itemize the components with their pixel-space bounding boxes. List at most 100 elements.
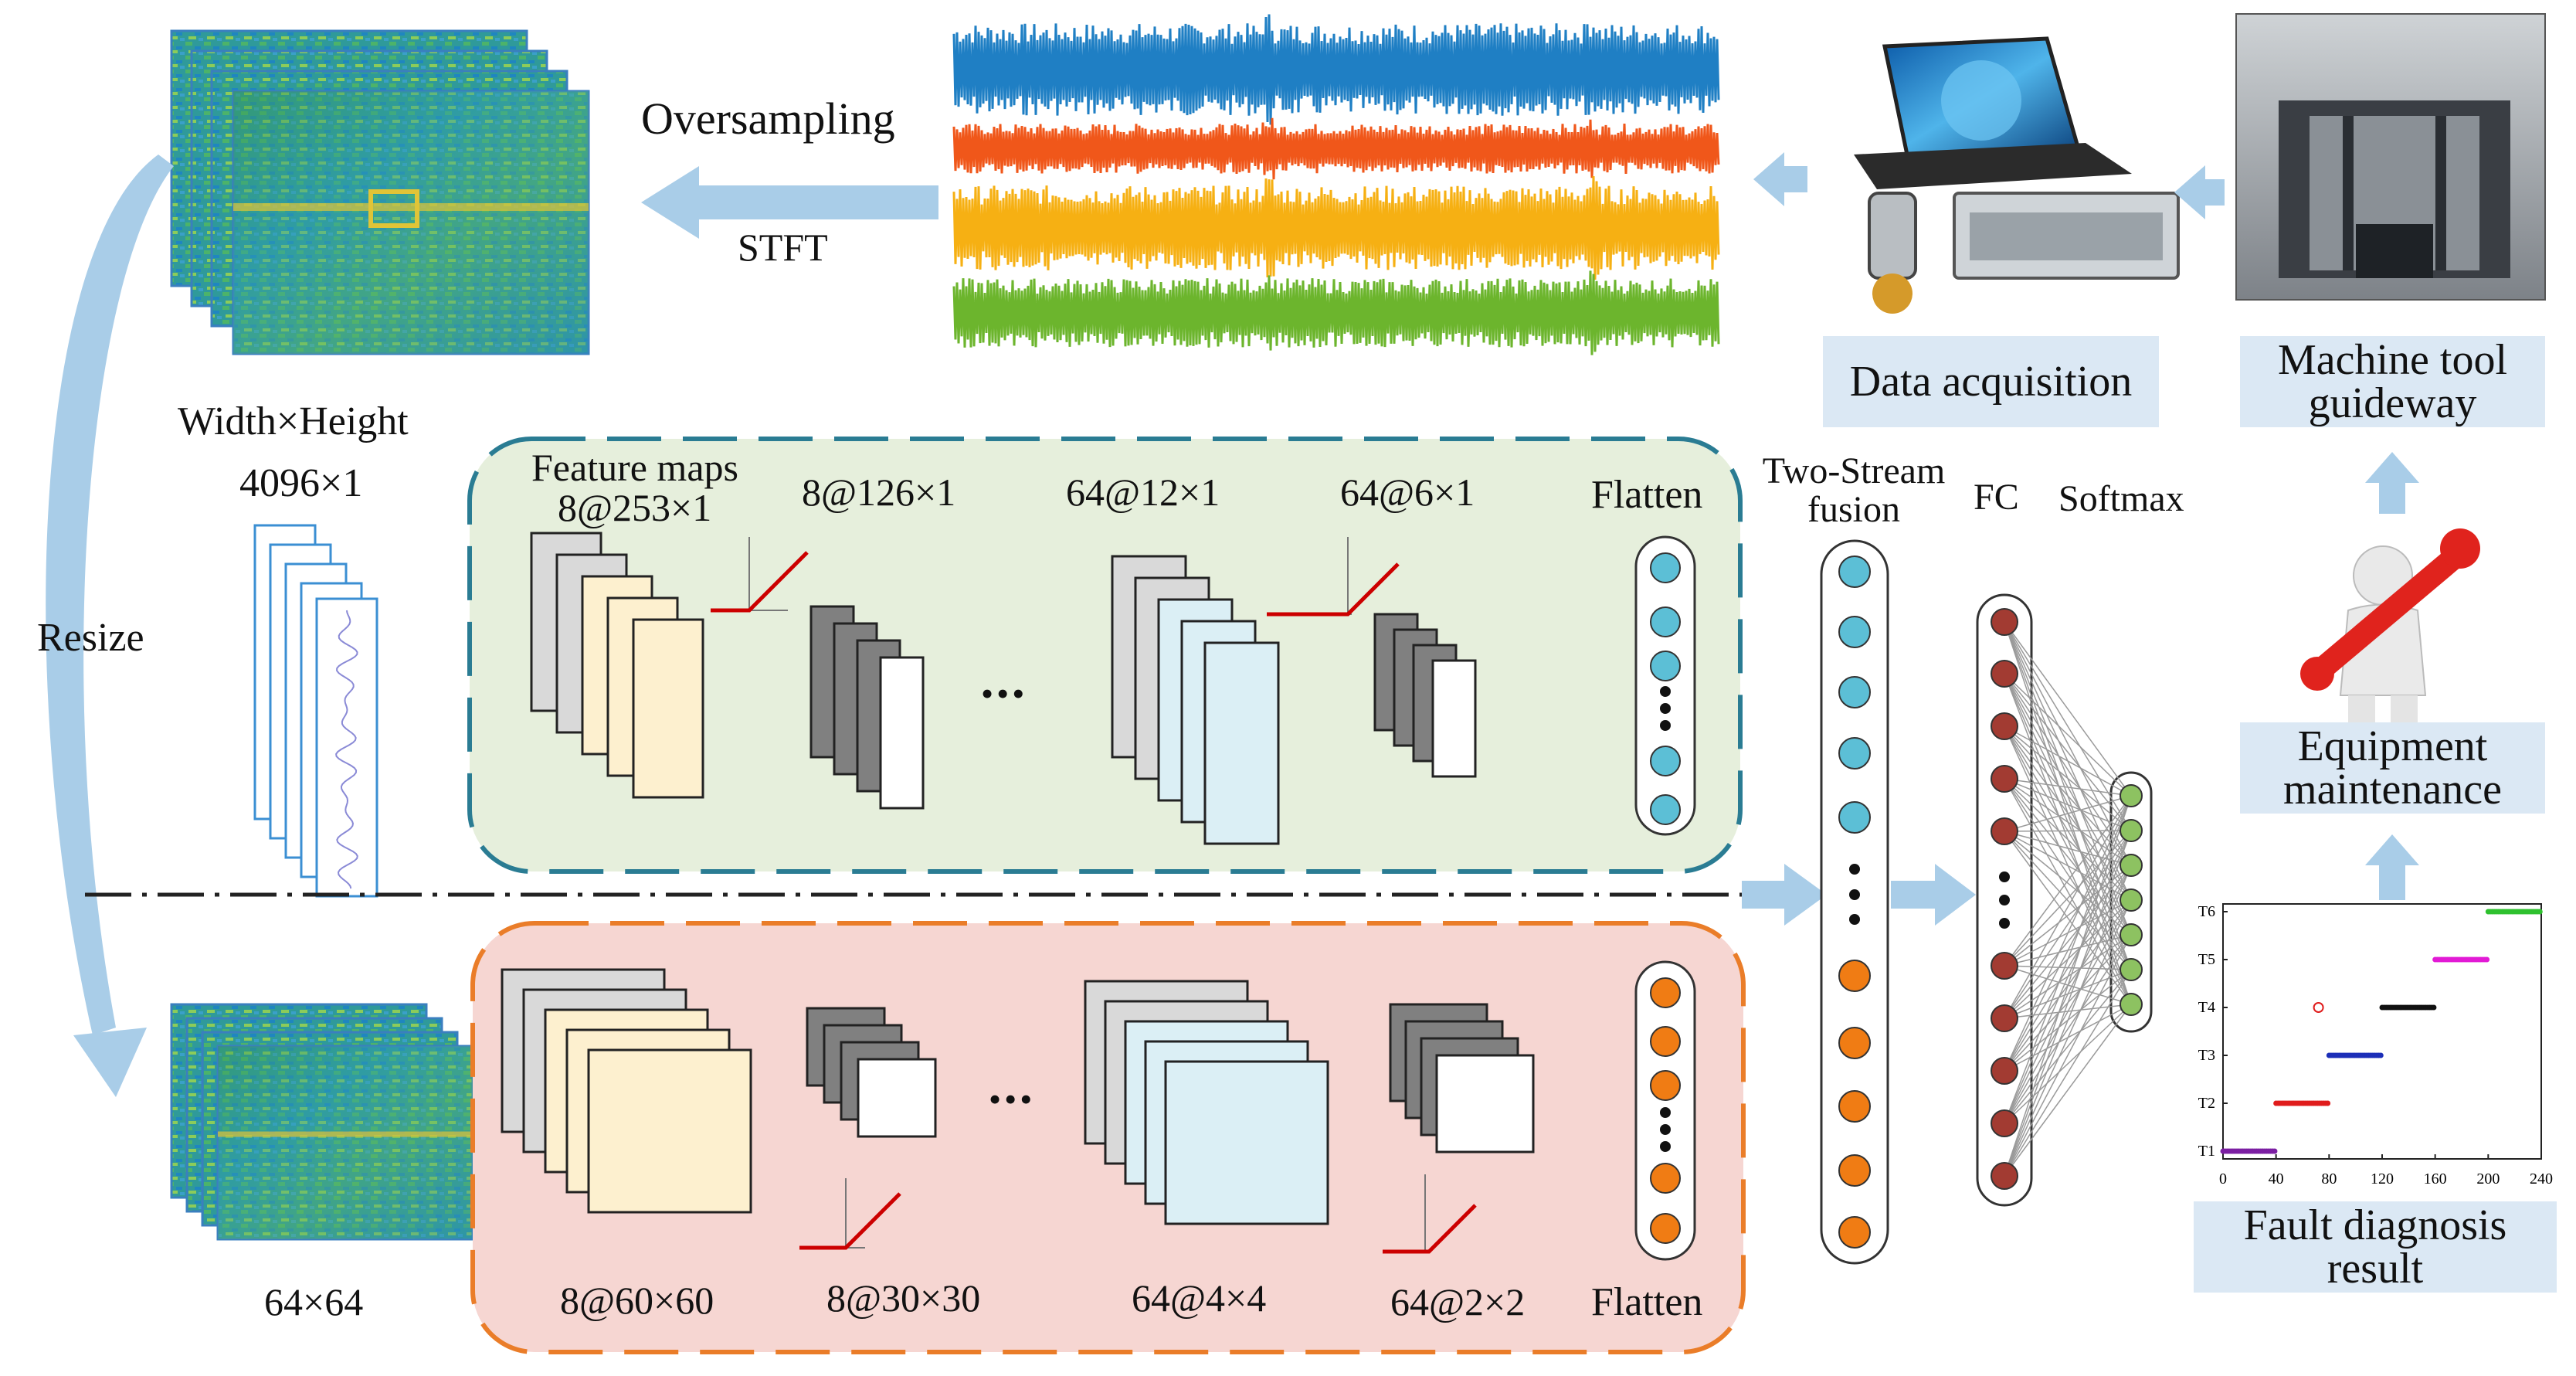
stream-1d-box — [467, 437, 1743, 874]
fc-edge-2-1 — [2004, 673, 2132, 797]
fusion-ellipsis-dot-1 — [1849, 864, 1860, 875]
fusion-node-orange-4 — [1838, 1154, 1871, 1187]
chart-point-T5 — [2484, 956, 2490, 963]
fc-edge-3-2 — [2004, 725, 2132, 831]
flatten-1d-node-5 — [1650, 794, 1681, 825]
chart-point-T1 — [2272, 1148, 2278, 1154]
dims-label: Width×Height — [178, 399, 409, 443]
signal-trace-2 — [952, 117, 1720, 180]
chart-x-tick-label: 240 — [2530, 1170, 2553, 1187]
chart-point-T6 — [2537, 909, 2543, 915]
fusion-node-orange-1 — [1838, 960, 1871, 992]
spectrogram-stack-large — [170, 29, 590, 355]
stream1-layer2-map-4 — [879, 656, 925, 810]
fusion-node-teal-4 — [1838, 737, 1871, 770]
chart-x-tick-label: 120 — [2371, 1170, 2394, 1187]
data-acquisition-label: Data acquisition — [1823, 336, 2159, 427]
fc-node-2 — [1991, 660, 2018, 688]
stream2-layer-2-label: 8@30×30 — [826, 1276, 981, 1320]
machine-tool-photo — [2235, 13, 2546, 301]
stream1-layer-3-label: 64@12×1 — [1066, 471, 1220, 514]
data-acquisition-hardware — [1854, 36, 2180, 314]
fusion-capsule — [1820, 539, 1889, 1265]
fc-node-5 — [1991, 817, 2018, 845]
fc-edge-1-2 — [2004, 621, 2132, 831]
stream2-layer-4-label: 64@2×2 — [1390, 1280, 1526, 1323]
resize-label: Resize — [37, 616, 144, 660]
stream1-flatten-label: Flatten — [1591, 473, 1703, 517]
flatten-1d-ellipsis-dot-2 — [1660, 703, 1671, 714]
chart-x-tick-label: 0 — [2219, 1170, 2227, 1187]
stream2-layer4-map-4 — [1435, 1054, 1535, 1153]
fc-ellipsis-dot-3 — [1999, 918, 2010, 929]
fc-node-8 — [1991, 1057, 2018, 1085]
fc-edge-6-3 — [2004, 865, 2132, 967]
fc-edge-8-2 — [2004, 830, 2132, 1072]
fc-in-arrow — [1891, 864, 1976, 926]
flatten-2d-ellipsis-dot-3 — [1660, 1141, 1671, 1152]
flatten-2d-node-1 — [1650, 977, 1681, 1008]
flatten-2d-node-5 — [1650, 1213, 1681, 1244]
fusion-ellipsis-dot-2 — [1849, 889, 1860, 900]
fc-node-9 — [1991, 1109, 2018, 1137]
fc-edge-9-2 — [2004, 830, 2132, 1124]
fusion-ellipsis-dot-3 — [1849, 914, 1860, 925]
stream2-layer1-map-5 — [587, 1048, 752, 1214]
fc-edge-9-3 — [2004, 865, 2132, 1124]
waveform-1d-stack — [253, 524, 378, 898]
resize-curve-arrow — [46, 155, 174, 1035]
stream-1d-layers — [530, 532, 1477, 845]
up-arrow-2 — [2365, 834, 2419, 900]
stream1-layer1-map-5 — [632, 618, 704, 799]
fusion-node-teal-2 — [1838, 616, 1871, 648]
equipment-maintenance-label: Equipment maintenance — [2240, 722, 2545, 814]
chart-frame — [2222, 903, 2542, 1160]
machine-tool-label: Machine tool guideway — [2240, 336, 2545, 427]
chart-y-tick-label: T2 — [2198, 1095, 2215, 1112]
chart-x-tick-label: 80 — [2321, 1170, 2337, 1187]
stft-arrow — [641, 166, 938, 239]
relu-icons — [711, 537, 1477, 1254]
fc-node-6 — [1991, 952, 2018, 980]
stream2-ellipsis: ••• — [989, 1079, 1036, 1119]
dims-1d-label: 4096×1 — [239, 461, 363, 505]
fusion-node-orange-3 — [1838, 1090, 1871, 1123]
flatten-1d-node-1 — [1650, 552, 1681, 583]
vibration-signals — [952, 14, 1720, 355]
flatten-2d-ellipsis-dot-1 — [1660, 1107, 1671, 1118]
signal-trace-3 — [952, 175, 1720, 280]
flatten-1d-node-4 — [1650, 746, 1681, 776]
fc-label: FC — [1974, 477, 2019, 518]
fc-edge-3-1 — [2004, 725, 2132, 797]
fc-node-7 — [1991, 1004, 2018, 1032]
fc-edge-2-2 — [2004, 673, 2132, 831]
fc-edge-10-4 — [2004, 899, 2132, 1177]
softmax-node-2 — [2120, 819, 2143, 842]
fusion-node-teal-3 — [1838, 676, 1871, 708]
fc-ellipsis-dot-1 — [1999, 871, 2010, 882]
fusion-nodes — [1838, 555, 2143, 1249]
fusion-node-orange-5 — [1838, 1216, 1871, 1249]
fc-edge-6-2 — [2004, 830, 2132, 967]
softmax-node-6 — [2120, 958, 2143, 981]
softmax-node-7 — [2120, 993, 2143, 1016]
stream1-layer4-map-4 — [1431, 659, 1477, 778]
fc-node-4 — [1991, 765, 2018, 793]
spectrogram-stack-small — [170, 1003, 474, 1241]
stream2-flatten-label: Flatten — [1591, 1280, 1703, 1324]
oversampling-label: Oversampling — [641, 93, 895, 144]
chart-x-tick-label: 40 — [2269, 1170, 2284, 1187]
stream1-ellipsis: ••• — [981, 674, 1028, 713]
chart-x-tick-label: 200 — [2476, 1170, 2500, 1187]
softmax-node-5 — [2120, 923, 2143, 946]
up-arrow-1 — [2365, 452, 2419, 514]
flatten-1d-ellipsis-dot-3 — [1660, 720, 1671, 731]
chart-point-T2 — [2325, 1100, 2331, 1106]
flatten-2d-node-3 — [1650, 1070, 1681, 1101]
softmax-label: Softmax — [2058, 478, 2184, 519]
stream2-layer3-map-5 — [1164, 1060, 1329, 1225]
flatten-2d-node-2 — [1650, 1026, 1681, 1057]
fc-edge-7-2 — [2004, 830, 2132, 1019]
stft-label: STFT — [738, 226, 828, 269]
